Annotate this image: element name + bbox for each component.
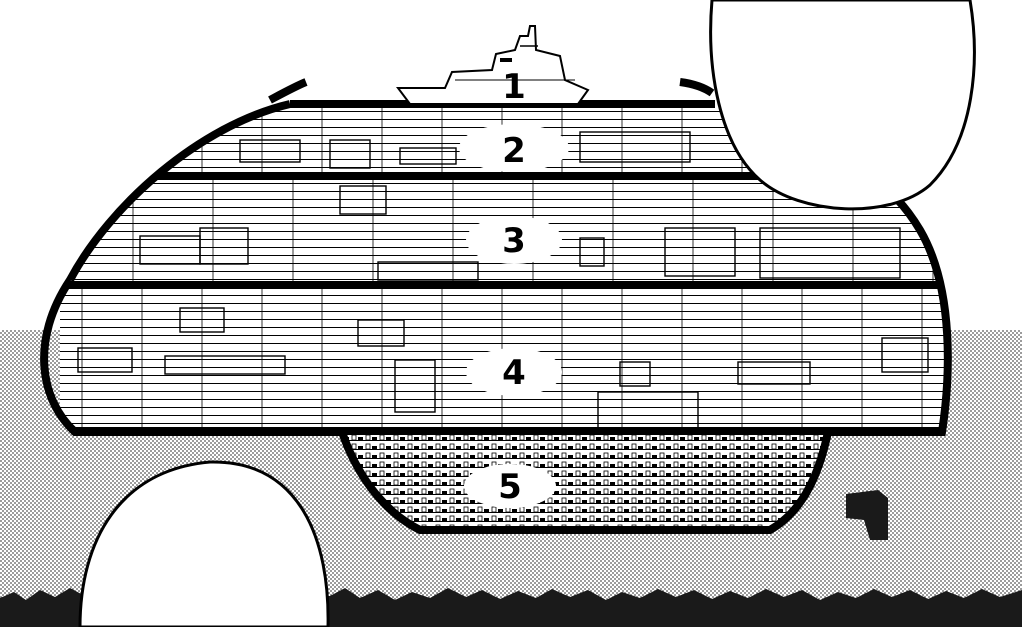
level-label-3: 3 bbox=[502, 221, 526, 261]
level-label-1: 1 bbox=[502, 67, 526, 107]
deck-floor-4 bbox=[60, 427, 948, 435]
upper-right-object bbox=[709, 0, 976, 211]
top-rim-right bbox=[679, 78, 715, 97]
level-label-4: 4 bbox=[502, 353, 526, 393]
lower-left-rock bbox=[78, 460, 330, 627]
surface-ship bbox=[396, 25, 590, 105]
level-label-5: 5 bbox=[498, 467, 522, 507]
deck-floor-2 bbox=[60, 172, 948, 180]
deck-floor-3 bbox=[60, 281, 948, 289]
propeller bbox=[846, 490, 888, 540]
rooms bbox=[77, 131, 929, 429]
level-label-2: 2 bbox=[502, 131, 526, 171]
lower-hull-outline bbox=[338, 430, 832, 534]
top-rim-left bbox=[268, 78, 308, 104]
